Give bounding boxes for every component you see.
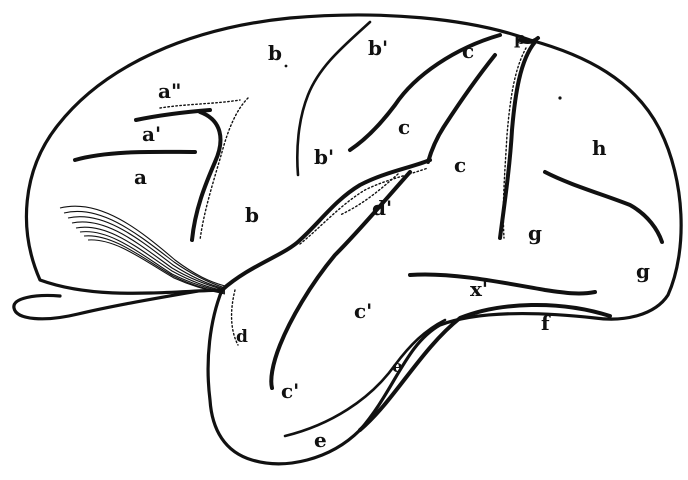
label-c-prime-mid: c' (354, 299, 372, 323)
label-g-mid: g (528, 221, 542, 245)
label-b-prime-top: b' (368, 36, 388, 60)
label-a-prime: a' (142, 122, 161, 146)
label-b-mid: b (245, 203, 259, 227)
label-b-top: b (268, 41, 282, 65)
label-d-left: d (236, 327, 248, 347)
label-c-mid: c (398, 115, 410, 139)
label-g-right: g (636, 259, 650, 283)
dot-mark-frontal (285, 65, 288, 68)
label-a-double-prime: a" (158, 79, 181, 103)
label-a: a (134, 165, 147, 189)
dot-mark-parietal (558, 96, 561, 99)
label-e-mid: e (392, 357, 403, 377)
label-e-low: e (314, 428, 327, 452)
label-c-prime-low: c' (281, 379, 299, 403)
label-f: f (541, 311, 551, 335)
label-x-prime: x' (470, 277, 488, 301)
label-c-right: c (454, 153, 466, 177)
label-b-prime-mid: b' (314, 145, 334, 169)
label-c-top: c (462, 39, 474, 63)
label-p: p (514, 29, 526, 49)
label-d-prime: d' (372, 196, 392, 220)
label-h: h (592, 136, 607, 160)
